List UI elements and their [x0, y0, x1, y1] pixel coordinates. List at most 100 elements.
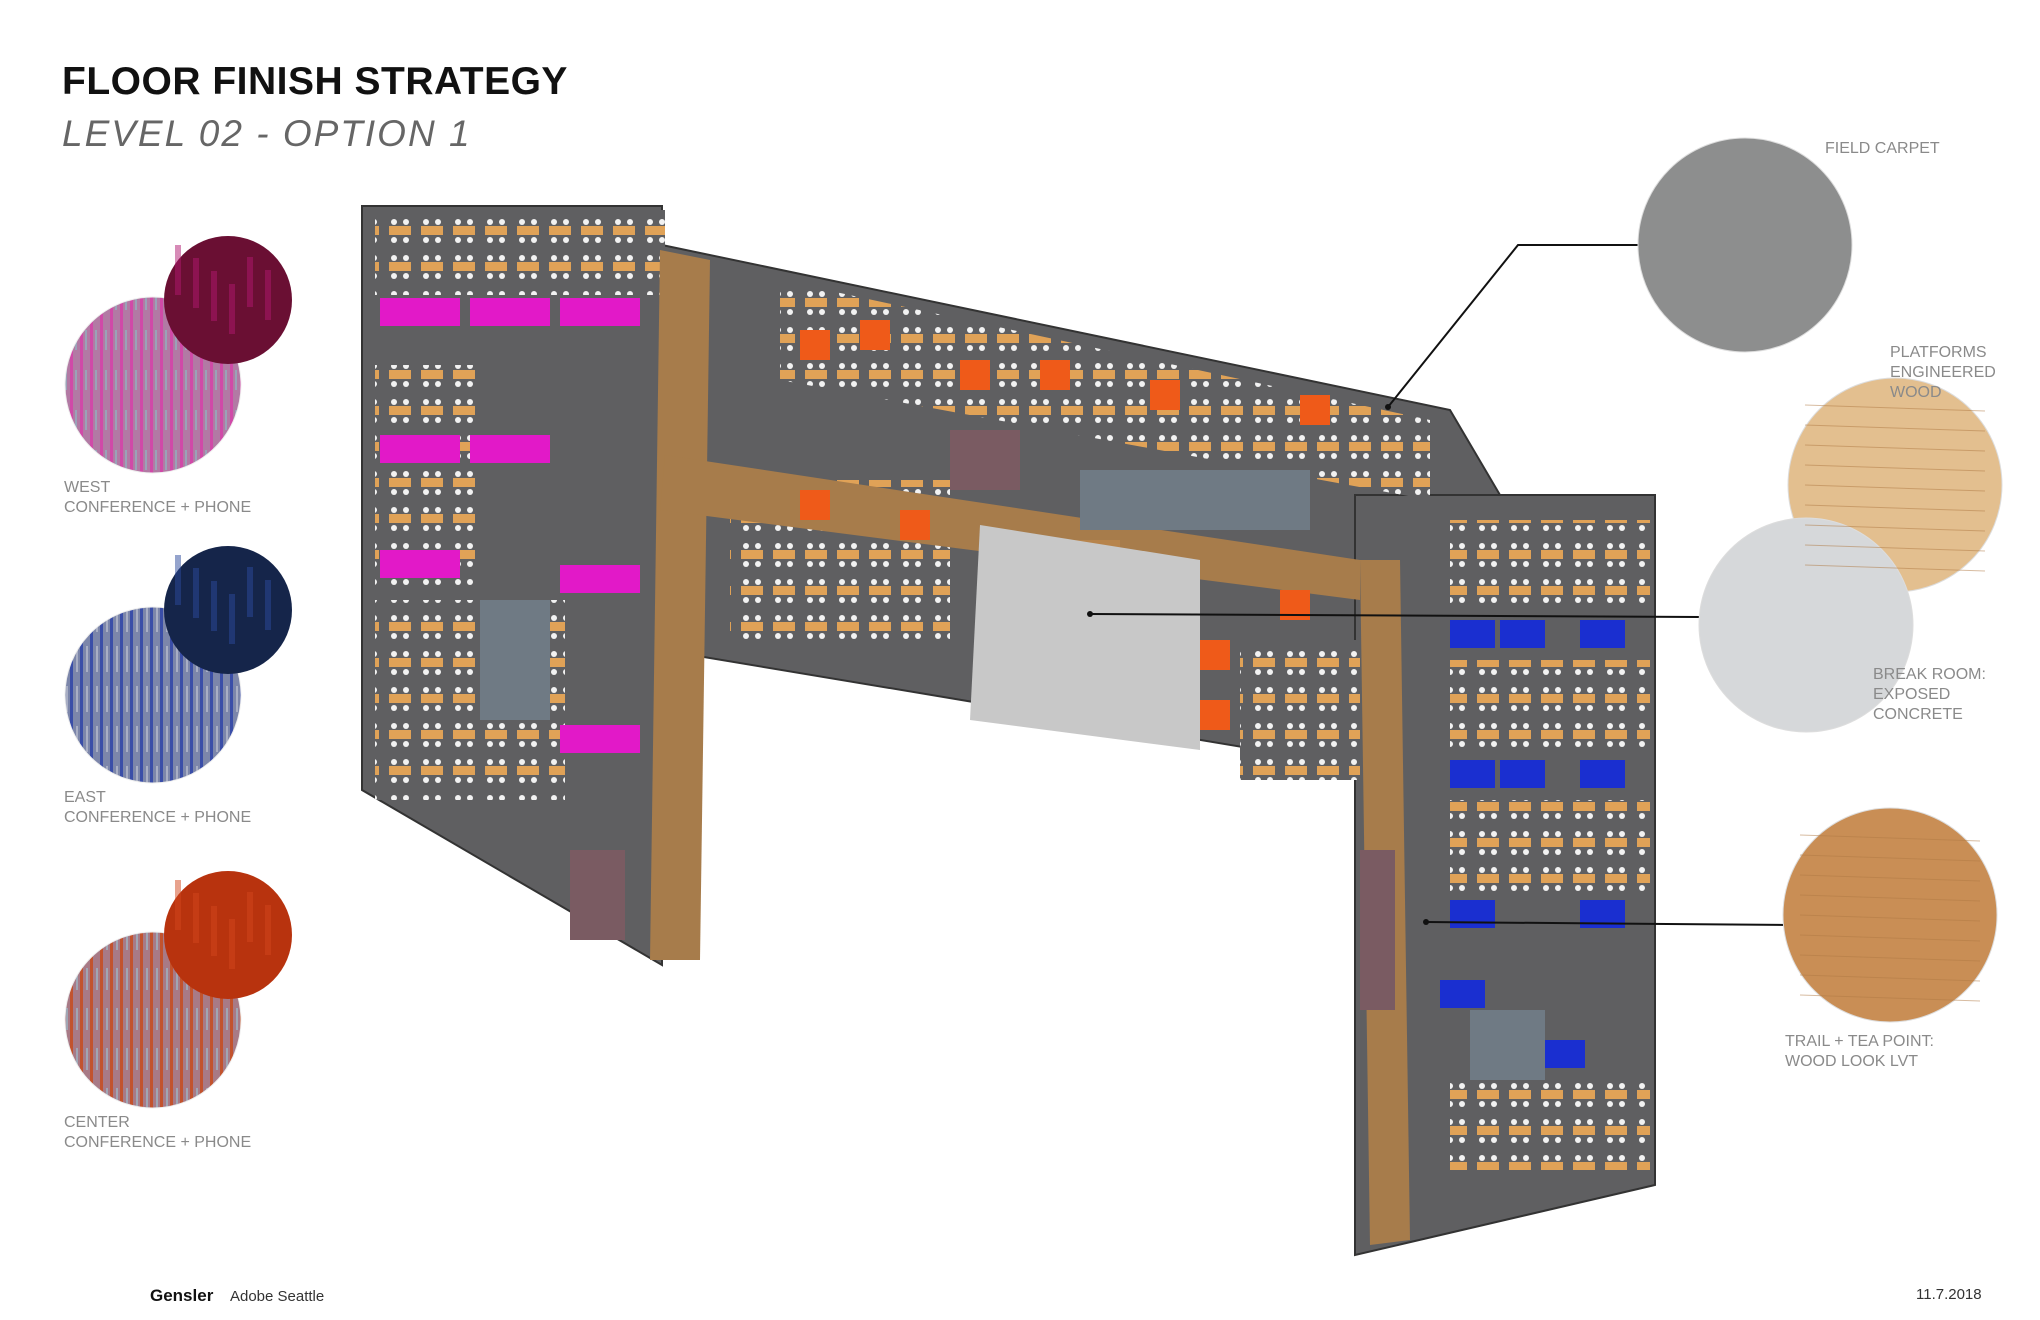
carpet-swatch-dark — [164, 236, 292, 364]
east-phone-room — [1450, 620, 1495, 648]
desk-cluster — [375, 210, 665, 295]
trail-corridor-west — [650, 250, 710, 960]
swatch-stripe — [211, 906, 217, 956]
desk-cluster — [780, 280, 1430, 500]
desk-cluster — [375, 365, 475, 585]
center-phone-room — [860, 320, 890, 350]
swatch-stripe — [175, 555, 181, 605]
wood-grain — [1804, 504, 1986, 512]
carpet-swatch-dark — [164, 871, 292, 999]
desk-cluster — [1450, 1080, 1650, 1170]
core-room — [1470, 1010, 1545, 1080]
west-phone-room — [560, 298, 640, 326]
center-phone-room — [1300, 395, 1330, 425]
trail-desc: WOOD LOOK LVT — [1785, 1053, 1919, 1070]
swatch-stripe — [211, 581, 217, 631]
desk-cluster — [1450, 520, 1650, 615]
swatch-stripe — [229, 284, 235, 334]
center-phone-room — [1150, 380, 1180, 410]
center-phone-room — [900, 510, 930, 540]
east-phone-room — [1450, 900, 1495, 928]
leader-dot — [1385, 404, 1391, 410]
break-room-leader — [1089, 613, 1701, 618]
wood-grain — [1804, 404, 1986, 412]
trail-name: TRAIL + TEA POINT: — [1785, 1033, 1934, 1050]
west-phone-room — [470, 435, 550, 463]
center-phone-room — [960, 360, 990, 390]
wood-grain — [1799, 854, 1981, 862]
east-phone-room — [1580, 620, 1625, 648]
leader-dot — [1423, 919, 1429, 925]
swatch-stripe — [229, 594, 235, 644]
west-phone-room — [380, 435, 460, 463]
wood-grain — [1799, 894, 1981, 902]
break-room-desc: EXPOSED CONCRETE — [1873, 686, 1963, 723]
center-phone-room — [800, 330, 830, 360]
east-phone-room — [1500, 760, 1545, 788]
swatch-stripe — [193, 258, 199, 308]
east-conference-room — [1360, 850, 1395, 1010]
west-phone-room — [380, 298, 460, 326]
wood-grain — [1804, 444, 1986, 452]
center-swatch-label: CENTER CONFERENCE + PHONE — [64, 1113, 251, 1153]
wood-grain — [1804, 564, 1986, 572]
east-phone-room — [1540, 1040, 1585, 1068]
wood-grain — [1804, 464, 1986, 472]
swatch-stripe — [247, 892, 253, 942]
swatch-stripe — [247, 257, 253, 307]
project-name: Adobe Seattle — [229, 1288, 325, 1305]
field-carpet-leader — [1387, 244, 1640, 408]
east-phone-room — [1450, 760, 1495, 788]
wood-grain — [1799, 954, 1981, 962]
swatch-stripe — [265, 270, 271, 320]
footer-brand-block: Gensler Adobe Seattle — [150, 1286, 324, 1306]
wood-grain — [1799, 874, 1981, 882]
center-phone-room — [1200, 640, 1230, 670]
brand-logo: Gensler — [150, 1286, 214, 1305]
center-swatch-desc: CONFERENCE + PHONE — [64, 1134, 252, 1151]
west-phone-room — [560, 565, 640, 593]
west-conference-room — [570, 850, 625, 940]
center-swatch-name: CENTER — [64, 1114, 130, 1131]
material-swatch — [1782, 807, 1998, 1023]
field-carpet-label: FIELD CARPET — [1825, 139, 1940, 159]
break-room — [970, 525, 1200, 750]
trail-label: TRAIL + TEA POINT: WOOD LOOK LVT — [1785, 1032, 1934, 1072]
wood-grain — [1799, 834, 1981, 842]
wood-grain — [1804, 524, 1986, 532]
swatch-stripe — [193, 893, 199, 943]
west-swatch-desc: CONFERENCE + PHONE — [64, 499, 252, 516]
wood-grain — [1799, 994, 1981, 1002]
core-room — [1080, 470, 1310, 530]
footer-date: 11.7.2018 — [1916, 1286, 1982, 1303]
page-subtitle: LEVEL 02 - OPTION 1 — [62, 113, 472, 154]
platforms-desc: ENGINEERED WOOD — [1890, 364, 1996, 401]
wood-grain — [1799, 914, 1981, 922]
core-room — [480, 600, 550, 720]
west-phone-room — [560, 725, 640, 753]
break-room-label: BREAK ROOM: EXPOSED CONCRETE — [1873, 665, 2040, 725]
west-swatch-label: WEST CONFERENCE + PHONE — [64, 478, 251, 518]
carpet-swatch-dark — [164, 546, 292, 674]
material-swatch — [1637, 137, 1853, 353]
wood-grain — [1799, 934, 1981, 942]
swatch-stripe — [265, 580, 271, 630]
center-phone-room — [1200, 700, 1230, 730]
swatch-stripe — [193, 568, 199, 618]
wood-grain — [1804, 424, 1986, 432]
east-phone-room — [1500, 620, 1545, 648]
swatch-stripe — [265, 905, 271, 955]
leader-dot — [1087, 611, 1093, 617]
material-swatch — [1698, 517, 1914, 733]
west-phone-room — [380, 550, 460, 578]
center-phone-room — [1040, 360, 1070, 390]
swatch-stripe — [175, 880, 181, 930]
trail-leader — [1425, 921, 1791, 926]
desk-cluster — [1450, 800, 1650, 895]
swatch-stripe — [211, 271, 217, 321]
center-phone-room — [800, 490, 830, 520]
wood-grain — [1804, 544, 1986, 552]
swatch-stripe — [175, 245, 181, 295]
east-phone-room — [1580, 760, 1625, 788]
